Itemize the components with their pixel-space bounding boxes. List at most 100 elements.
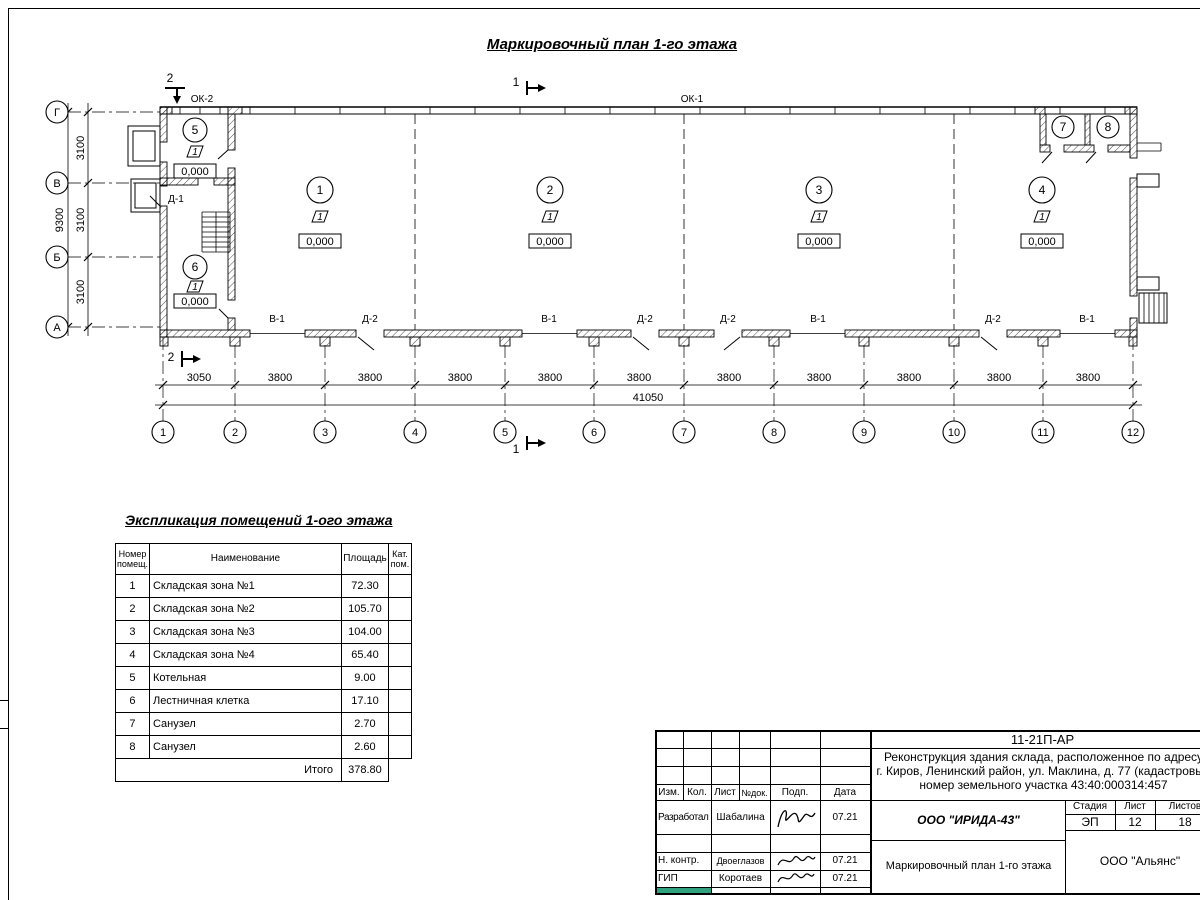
elevation-mark: 0,000 [805,236,833,248]
room-area-cell: 9.00 [340,666,389,690]
room-cat-cell [387,712,412,736]
stage-label: Стадия [1072,801,1108,812]
role-label: ГИП [658,873,678,884]
stage-value: ЭП [1081,815,1099,829]
gate-and-door-leaves [149,149,1115,351]
gate-label: В-1 [810,314,826,325]
date: 07.21 [832,812,858,823]
section-mark-label: 2 [167,71,174,85]
stair-exterior [1138,292,1168,324]
title-block: 11-21П-АР Реконструкция здания склада, р… [655,730,1200,895]
col-header-area: Площадь [340,543,389,575]
gate-label: В-1 [1079,314,1095,325]
axis-label: 8 [771,427,777,439]
dim-total: 9300 [54,208,66,232]
dim-value: 3800 [897,372,921,384]
top-wall [159,106,1138,115]
col-data: Дата [833,787,857,798]
room-num-cell: 3 [115,620,150,644]
axis-label: 3 [322,427,328,439]
axis-label: Б [53,252,60,264]
room-num-cell: 6 [115,689,150,713]
axis-label: 2 [232,427,238,439]
room-number: 4 [1039,183,1046,197]
axis-bubbles-bottom: 1 2 3 4 5 6 7 8 9 10 11 12 [151,420,1145,444]
room-num-cell: 8 [115,735,150,759]
room-cat-cell [387,689,412,713]
dim-value: 3800 [987,372,1011,384]
dim-value: 3800 [807,372,831,384]
dim-value: 3800 [717,372,741,384]
elevation-mark: 0,000 [306,236,334,248]
storey-marker: 1 [547,212,553,223]
room-cat-cell [387,735,412,759]
exterior-walls [159,106,1138,338]
interior-partitions [159,113,1131,331]
gate-label: В-1 [269,314,285,325]
dim-value: 3800 [268,372,292,384]
axis-lines [68,111,1134,421]
col-list: Лист [714,787,736,798]
sheet-frame-top [8,8,1200,9]
storey-marker: 1 [1039,212,1045,223]
room-area-cell: 105.70 [340,597,389,621]
sheet-drawing-title: Маркировочный план 1-го этажа [885,860,1052,872]
room-area-cell: 17.10 [340,689,389,713]
dimension-ticks [63,107,1138,410]
explication-header-row: Номер помещ. Наименование Площадь Кат. п… [115,543,412,575]
signature [777,873,815,883]
room-cat-cell [387,597,412,621]
axis-bubbles-left: Г В Б А [45,100,69,339]
person-name: Коротаев [718,873,763,884]
dim-value: 3800 [358,372,382,384]
room-name-cell: Санузел [148,735,342,759]
axis-label: 9 [861,427,867,439]
stair-interior [201,211,231,253]
designer-org: ООО "ИРИДА-43" [917,813,1020,827]
dim-total: 41050 [633,392,664,404]
dim-value: 3800 [627,372,651,384]
room-name-cell: Лестничная клетка [148,689,342,713]
col-ndok: №док. [741,788,768,798]
sheet-value: 12 [1128,815,1142,829]
pilasters [159,336,1138,347]
col-podp: Подп. [781,787,809,798]
room-num-cell: 7 [115,712,150,736]
room-cat-cell [387,666,412,690]
highlight-cell [657,888,711,893]
room-area-cell: 2.60 [340,735,389,759]
frame-tick-upper [0,700,8,701]
role-label: Н. контр. [658,855,700,866]
dim-value: 3050 [187,372,211,384]
room-number: 3 [816,183,823,197]
room-name-cell: Складская зона №1 [148,574,342,598]
room-num-cell: 2 [115,597,150,621]
gate-label: В-1 [541,314,557,325]
person-name: Двоеглазов [716,856,765,866]
door-label: Д-2 [637,314,653,325]
axis-label: А [53,322,61,334]
room-number: 6 [192,260,199,274]
room-cat-cell [387,620,412,644]
room-area-cell: 65.40 [340,643,389,667]
window-mullion-ticks [179,107,1106,114]
sheets-label: Листов [1168,801,1200,812]
dim-value: 3800 [538,372,562,384]
axis-label: 4 [412,427,418,439]
axis-label: 11 [1037,427,1048,439]
sheets-value: 18 [1178,815,1192,829]
door-label: Д-2 [720,314,736,325]
axis-label: 1 [160,427,166,439]
sheet-frame-left [8,8,9,900]
storey-marker: 1 [192,147,198,158]
room-number: 8 [1105,120,1112,134]
col-izm: Изм. [658,787,680,798]
total-area-cell: 378.80 [340,758,389,782]
dim-value: 3100 [75,136,87,160]
room-name-cell: Складская зона №3 [148,620,342,644]
zone-divider-lines [414,114,955,330]
